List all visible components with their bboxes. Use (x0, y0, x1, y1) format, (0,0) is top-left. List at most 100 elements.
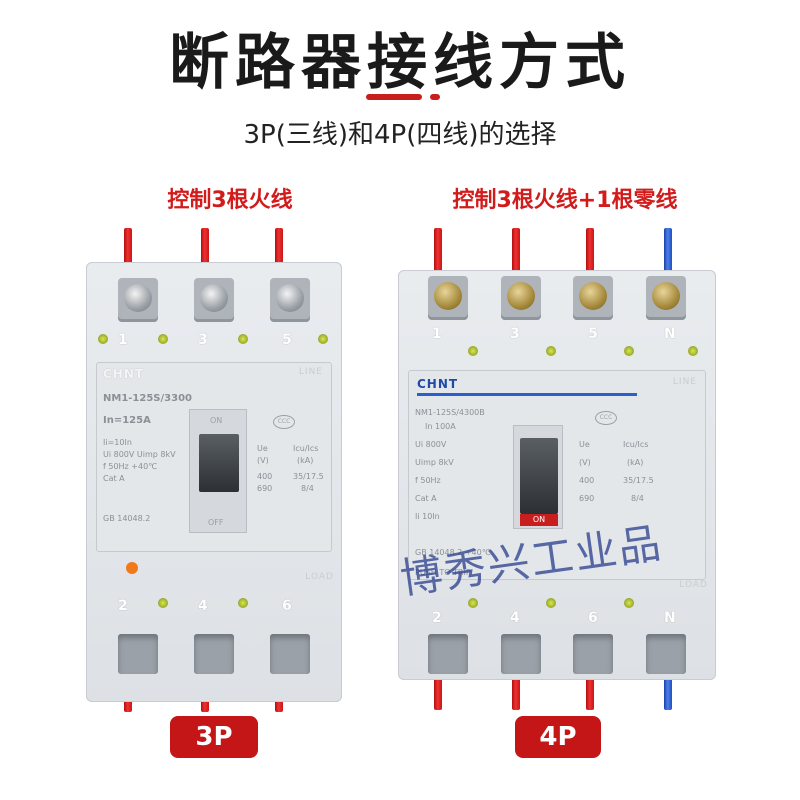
ratings-cell: 35/17.5 (623, 476, 654, 485)
right-lead-label: 控制3根火线+1根零线 (452, 188, 678, 213)
push-to-trip-label: PUSH TO TRIP (415, 568, 471, 577)
breaker-3p: 1 3 5 CHNT LINE NM1-125S/3300 In=125A Ii… (86, 262, 342, 702)
pole-number: N (664, 610, 676, 626)
indicator-light (158, 598, 168, 608)
screw-icon (651, 282, 680, 310)
rating-label: In=125A (103, 415, 151, 426)
ccc-cert-icon: CCC (273, 415, 295, 429)
spec-line: Ii 10In (415, 512, 440, 521)
top-terminals-4p (412, 276, 702, 326)
breaker-4p: 1 3 5 N CHNT LINE NM1-125S/4300B In 100A… (398, 270, 716, 680)
spec-line: f 50Hz (415, 476, 441, 485)
terminal (194, 278, 234, 322)
off-label: OFF (208, 518, 224, 527)
spec-line: Ii=10In (103, 438, 132, 447)
spec-line: Cat A (103, 474, 125, 483)
ratings-header: Ue (257, 444, 268, 453)
on-indicator: ON (520, 514, 558, 526)
spec-line: Cat A (415, 494, 437, 503)
pole-number: 6 (282, 598, 292, 614)
breaker-face-4p: CHNT LINE NM1-125S/4300B In 100A Ui 800V… (408, 370, 706, 580)
handle-well: ON (513, 425, 563, 529)
pole-number: 2 (118, 598, 128, 614)
terminal (428, 276, 469, 320)
pole-number: 5 (588, 326, 598, 342)
screw-icon (124, 284, 152, 312)
line-label: LINE (672, 377, 697, 387)
screw-icon (200, 284, 228, 312)
standard-label: GB 14048.2 (103, 514, 151, 523)
ratings-cell: 690 (257, 484, 273, 493)
terminal (270, 278, 310, 322)
model-label: NM1-125S/3300 (103, 393, 192, 404)
breaker-face-3p: CHNT LINE NM1-125S/3300 In=125A Ii=10In … (96, 362, 332, 552)
ratings-header: Icu/Ics (623, 440, 649, 449)
wire-4p-top-5 (586, 228, 594, 288)
pole-number: 4 (198, 598, 208, 614)
ratings-unit: (V) (579, 458, 591, 467)
screw-icon (506, 282, 535, 310)
wire-4p-top-3 (512, 228, 520, 288)
ratings-unit: (kA) (627, 458, 644, 467)
title-accent-dot (430, 94, 440, 100)
screw-icon (276, 284, 304, 312)
wire-4p-top-1 (434, 228, 442, 288)
spec-line: Ui 800V (415, 440, 447, 449)
wire-3p-top-5 (275, 228, 283, 288)
page-subtitle: 3P(三线)和4P(四线)的选择 (243, 120, 557, 150)
terminal-slot (428, 634, 469, 674)
ratings-unit: (V) (257, 456, 269, 465)
breaker-handle[interactable] (199, 434, 239, 492)
terminal (645, 276, 686, 320)
terminal-slot (194, 634, 234, 674)
pole-number: N (664, 326, 676, 342)
indicator-light (238, 598, 248, 608)
spec-line: f 50Hz +40℃ (103, 462, 158, 471)
terminal (118, 278, 158, 322)
terminal-slot (500, 634, 541, 674)
badge-3p: 3P (170, 716, 258, 758)
pole-number: 1 (118, 332, 128, 348)
ratings-cell: 400 (257, 472, 273, 481)
indicator-light (624, 346, 634, 356)
trip-button[interactable] (126, 562, 138, 574)
wire-3p-top-3 (201, 228, 209, 288)
spec-line: Ui 800V Uimp 8kV (103, 450, 176, 459)
ratings-cell: 400 (579, 476, 595, 485)
line-label: LINE (298, 367, 323, 377)
on-label: ON (210, 416, 223, 425)
badge-4p: 4P (515, 716, 601, 758)
indicator-light (546, 598, 556, 608)
pole-number: 6 (588, 610, 598, 626)
indicator-light (468, 346, 478, 356)
load-label: LOAD (305, 572, 334, 582)
indicator-light (158, 334, 168, 344)
brand-logo: CHNT (103, 367, 145, 381)
terminal-slot (118, 634, 158, 674)
model-label: NM1-125S/4300B (415, 408, 485, 417)
indicator-light (688, 346, 698, 356)
ratings-cell: 8/4 (301, 484, 314, 493)
breaker-handle[interactable] (520, 438, 558, 514)
brand-stripe (417, 393, 637, 396)
terminal-slot (645, 634, 686, 674)
standard-label: GB 14048.2 +40℃ (415, 548, 491, 557)
indicator-light (318, 334, 328, 344)
terminal-slot (573, 634, 614, 674)
ratings-cell: 8/4 (631, 494, 644, 503)
pole-number: 4 (510, 610, 520, 626)
indicator-light (468, 598, 478, 608)
screw-icon (579, 282, 608, 310)
ratings-header: Ue (579, 440, 590, 449)
ratings-cell: 690 (579, 494, 595, 503)
pole-number: 1 (432, 326, 442, 342)
bottom-terminals-4p (412, 634, 702, 678)
indicator-light (98, 334, 108, 344)
ccc-cert-icon: CCC (595, 411, 617, 425)
pole-number: 3 (198, 332, 208, 348)
ratings-cell: 35/17.5 (293, 472, 324, 481)
screw-icon (434, 282, 463, 310)
pole-number: 5 (282, 332, 292, 348)
page-title: 断路器接线方式 (169, 28, 631, 98)
wire-3p-top-1 (124, 228, 132, 288)
